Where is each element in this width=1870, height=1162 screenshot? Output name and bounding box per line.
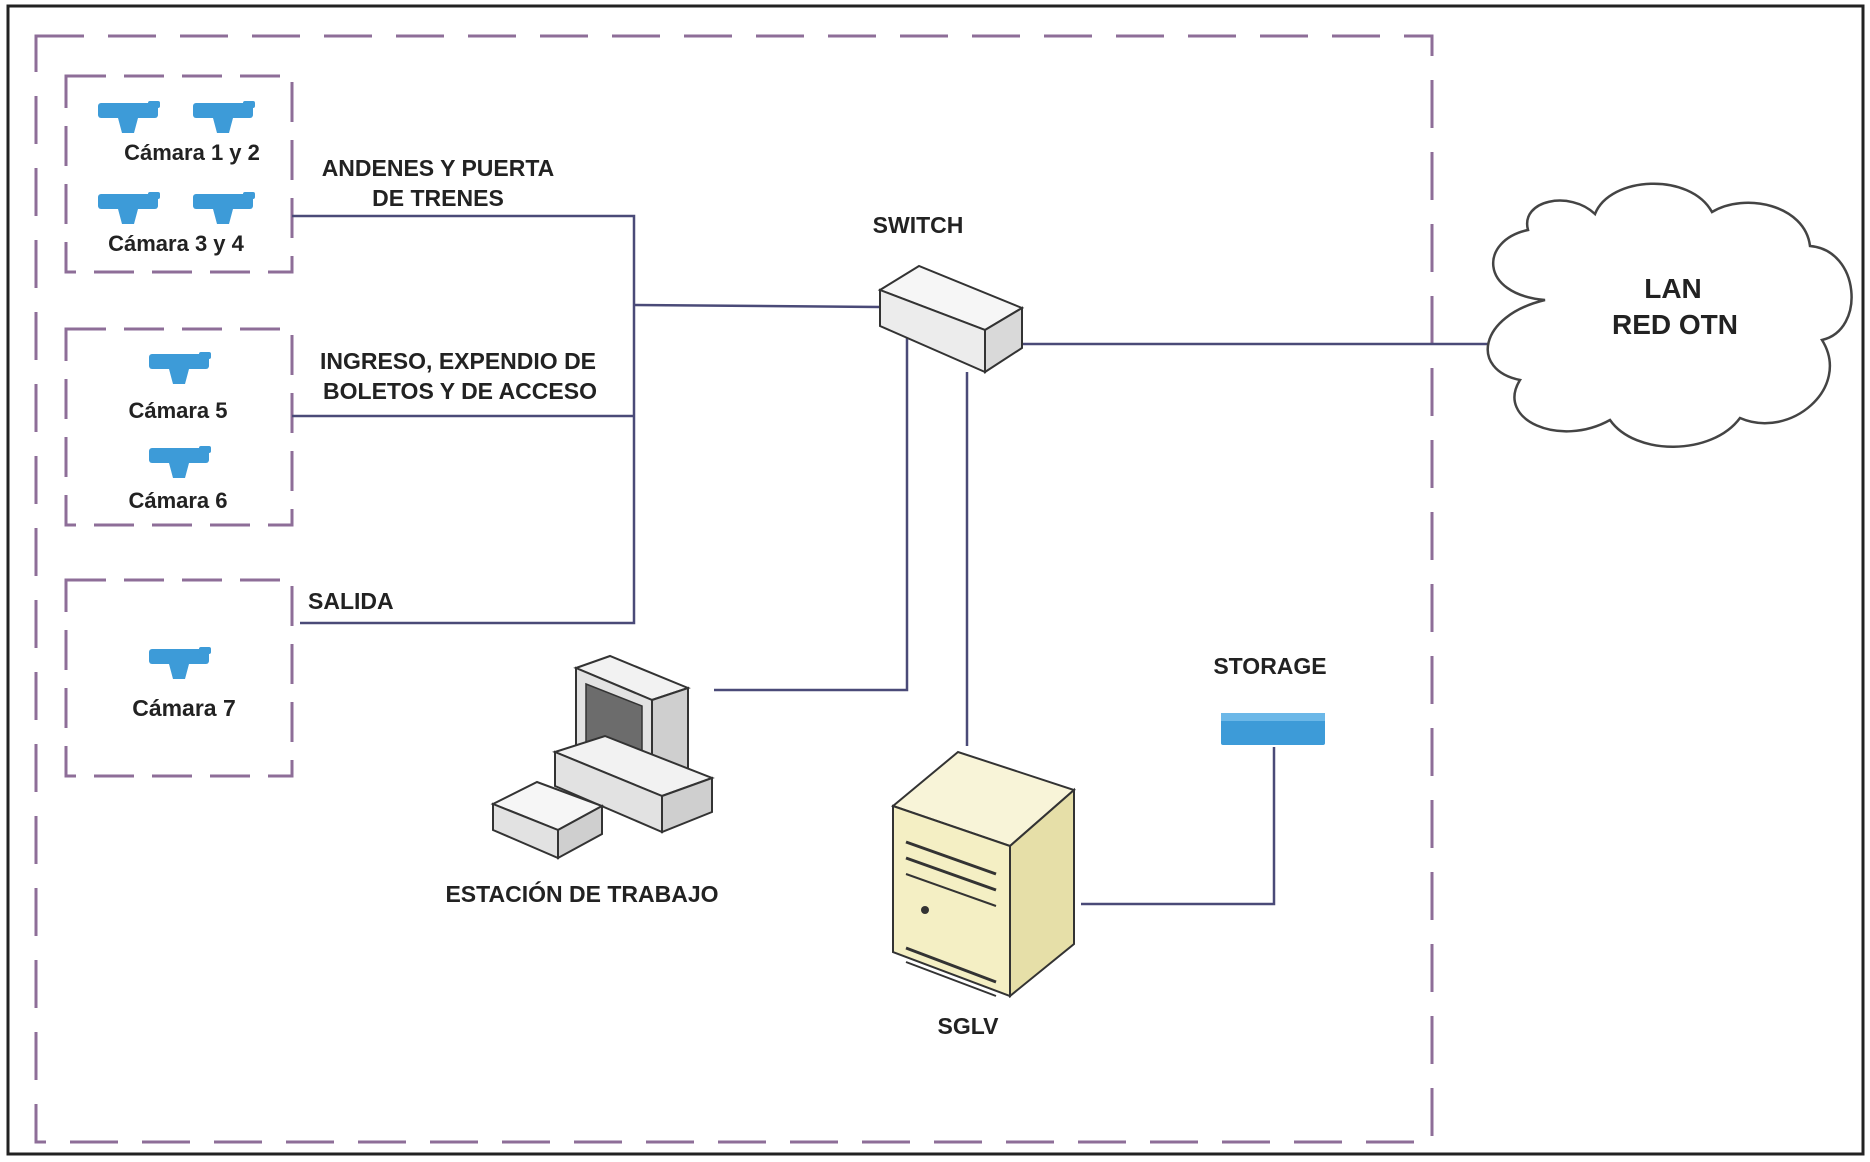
storage-label: STORAGE [1213,653,1326,679]
camera-label-6: Cámara 6 [128,488,227,513]
camera-icon [193,101,255,133]
server-label: SGLV [938,1013,1000,1039]
camera-icon [149,446,211,478]
camera-group-3-box [64,578,294,778]
camera-label-5: Cámara 5 [128,398,227,423]
network-label-lan: LAN [1644,273,1702,304]
cloud-icon [1486,182,1853,448]
camera-label-7: Cámara 7 [132,695,236,721]
camera-icon [193,192,255,224]
camera-label-3-4: Cámara 3 y 4 [108,231,245,256]
camera-icon [98,101,160,133]
station-boundary [34,34,1434,1144]
storage-icon [1221,713,1325,745]
camera-group-1-box [64,74,294,274]
connection-lines [292,214,1500,906]
zone-label-entry-2: BOLETOS Y DE ACCESO [323,378,597,404]
workstation-label: ESTACIÓN DE TRABAJO [445,880,718,907]
network-label-otn: RED OTN [1612,309,1738,340]
zone-label-entry-1: INGRESO, EXPENDIO DE [320,348,596,374]
zone-label-platforms-2: DE TRENES [372,185,504,211]
camera-icon [149,352,211,384]
camera-icon [149,647,211,679]
server-icon [890,750,1076,999]
switch-label: SWITCH [873,212,964,238]
diagram-frame [6,4,1865,1156]
zone-label-platforms-1: ANDENES Y PUERTA [322,155,555,181]
camera-group-2-box [64,327,294,527]
camera-icon [98,192,160,224]
zone-label-exit: SALIDA [308,588,394,614]
switch-icon [877,264,1025,374]
camera-label-1-2: Cámara 1 y 2 [124,140,260,165]
workstation-icon [490,654,715,860]
